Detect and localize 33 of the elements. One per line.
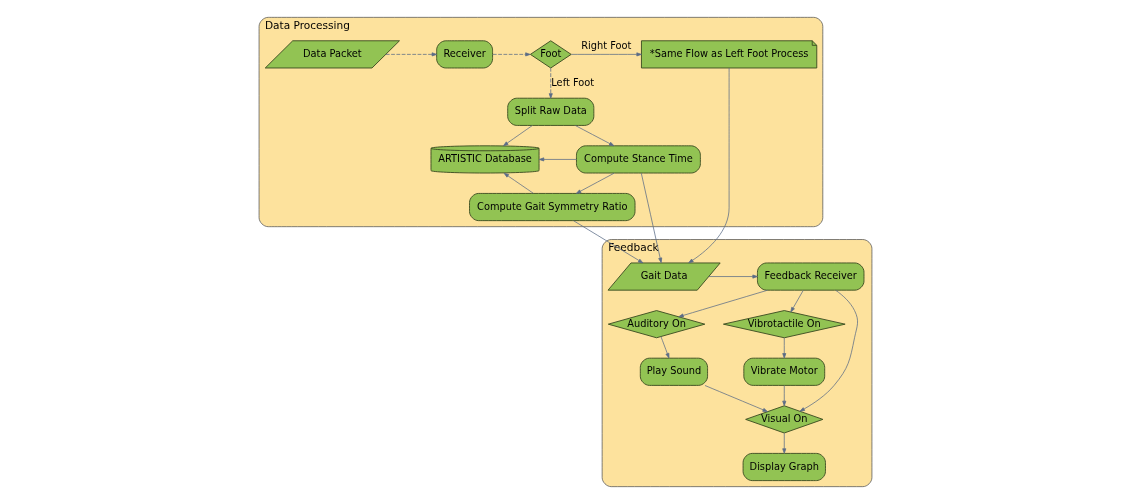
arrow — [781, 337, 786, 359]
node-box: Feedback Receiver — [756, 262, 864, 291]
arrow — [660, 336, 669, 359]
arrow — [707, 274, 758, 279]
arrow — [677, 289, 768, 318]
arrow — [492, 52, 531, 57]
arrow — [789, 290, 804, 313]
node-box: Vibrate Motor — [742, 357, 825, 386]
arrow — [640, 172, 662, 263]
arrow — [781, 385, 786, 407]
node-box: Display Graph — [742, 452, 826, 482]
node-diamond: Foot — [529, 40, 572, 69]
arrow — [538, 157, 577, 162]
node-box: Compute Gait Symmetry Ratio — [468, 192, 635, 222]
arrow — [704, 385, 768, 412]
arrow — [503, 172, 534, 194]
arrow — [575, 172, 615, 194]
node-box: Receiver — [435, 40, 493, 69]
arrow — [570, 52, 642, 57]
node-box: Compute Stance Time — [575, 145, 701, 174]
arrow — [502, 125, 532, 147]
edge-label: Left Foot — [550, 76, 594, 88]
arrow — [781, 432, 786, 454]
edge-label: Right Foot — [580, 40, 631, 52]
node-box: Play Sound — [639, 357, 708, 386]
arrow — [384, 52, 437, 57]
arrow — [574, 125, 614, 147]
arrow — [572, 220, 643, 264]
arrow — [548, 67, 553, 99]
node-box: Split Raw Data — [506, 97, 594, 126]
arrow — [687, 67, 729, 264]
arrow — [799, 289, 858, 412]
node-diamond: Vibrotactile On — [722, 310, 846, 339]
